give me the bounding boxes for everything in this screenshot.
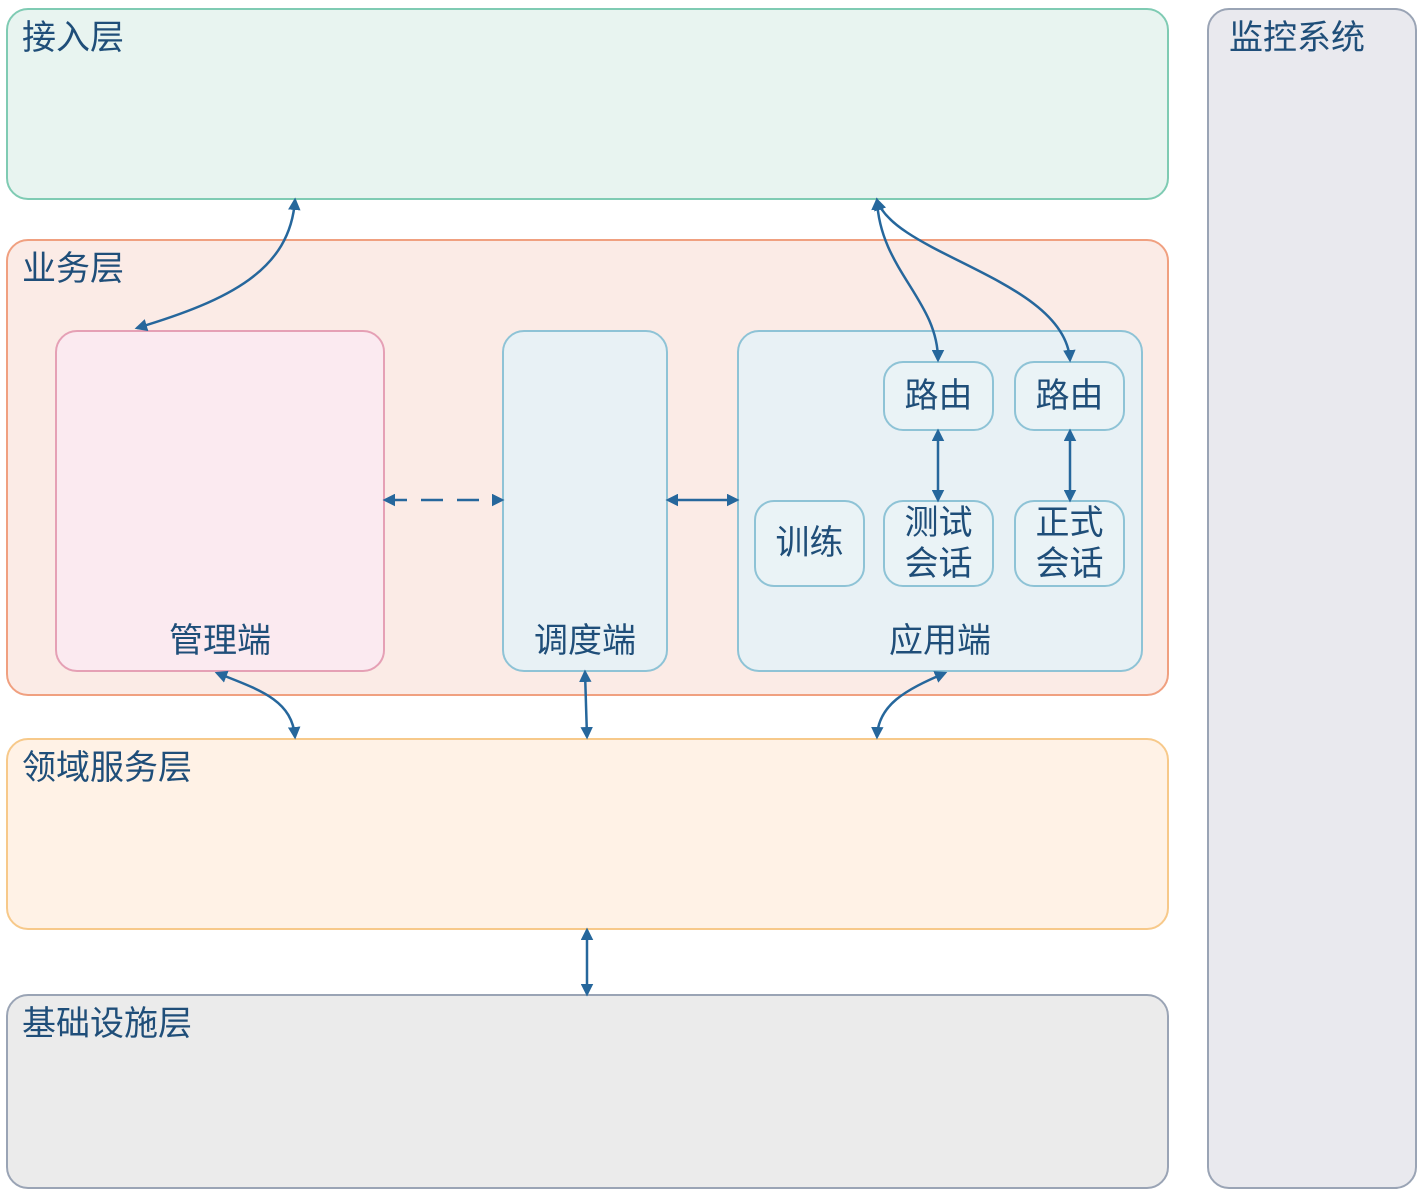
monitoring-system-title: 监控系统 <box>1229 18 1365 58</box>
business-layer-title: 业务层 <box>22 249 124 289</box>
training-box: 训练 <box>754 500 865 587</box>
admin-label: 管理端 <box>169 620 271 661</box>
router-1-box: 路由 <box>883 361 994 431</box>
infrastructure-layer: 基础设施层 <box>6 994 1169 1189</box>
access-layer-title: 接入层 <box>22 18 124 58</box>
access-layer: 接入层 <box>6 8 1169 200</box>
test-session-box: 测试 会话 <box>883 500 994 587</box>
application-label: 应用端 <box>889 620 991 661</box>
infrastructure-layer-title: 基础设施层 <box>22 1004 192 1044</box>
router-2-box: 路由 <box>1014 361 1125 431</box>
domain-service-layer-title: 领域服务层 <box>22 748 192 788</box>
formal-session-box: 正式 会话 <box>1014 500 1125 587</box>
scheduler-label: 调度端 <box>534 620 636 661</box>
domain-service-layer: 领域服务层 <box>6 738 1169 930</box>
scheduler-component: 调度端 <box>502 330 668 672</box>
monitoring-system: 监控系统 <box>1207 8 1417 1189</box>
admin-component: 管理端 <box>55 330 385 672</box>
